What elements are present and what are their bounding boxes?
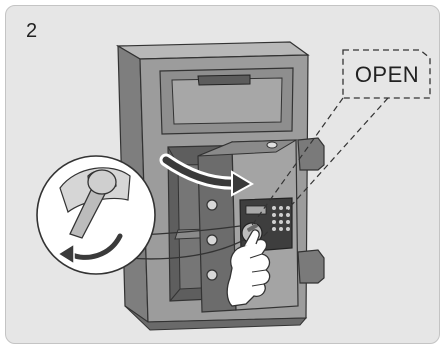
- callout-open-label: OPEN: [343, 62, 431, 88]
- drop-drawer: [160, 68, 293, 134]
